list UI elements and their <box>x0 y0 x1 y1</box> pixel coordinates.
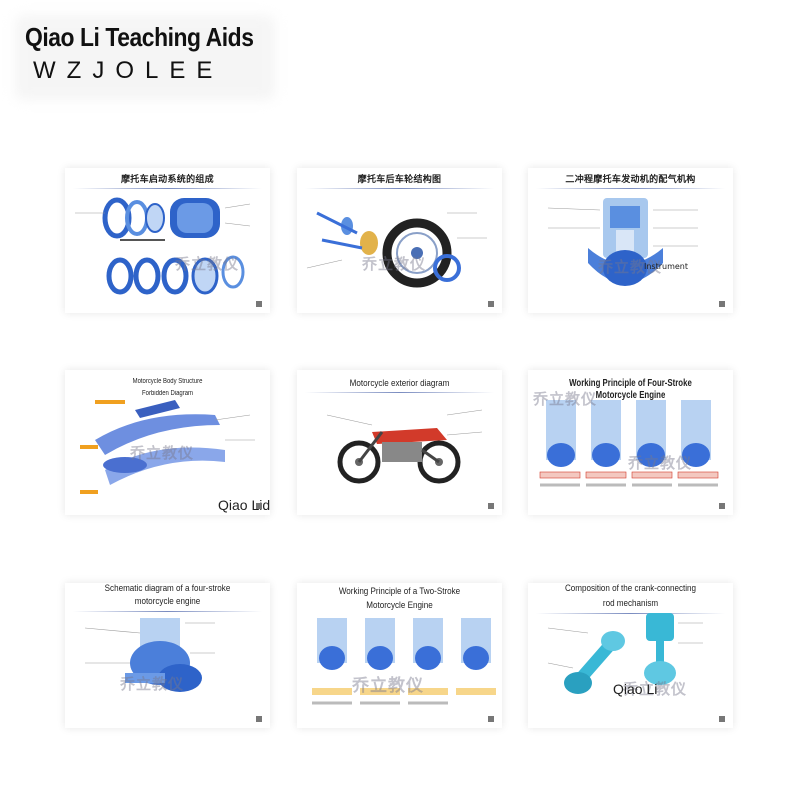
chart-card-four-stroke-principle[interactable]: Working Principle of Four-Stroke Motorcy… <box>528 370 733 515</box>
overlay-label: Instrument <box>644 262 689 271</box>
corner-mark <box>256 301 262 307</box>
watermark: 乔立教仪 <box>628 454 693 472</box>
card-title: 摩托车启动系统的组成 <box>120 175 214 185</box>
motorcycle-exterior-illustration <box>326 409 483 484</box>
two-stroke-valve-illustration <box>547 198 698 286</box>
title-divider <box>536 188 725 189</box>
title-divider <box>73 611 262 612</box>
chart-card-body-structure[interactable]: Motorcycle Body Structure Forbidden Diag… <box>65 370 270 515</box>
corner-mark <box>719 301 725 307</box>
card-title-line1: Composition of the crank-connecting <box>564 583 697 594</box>
chart-card-exterior[interactable]: Motorcycle exterior diagram <box>297 370 502 515</box>
card-title-line2: Forbidden Diagram <box>142 390 193 397</box>
overlay-label: Qiao Li <box>613 681 658 697</box>
chart-card-two-stroke-principle[interactable]: Working Principle of a Two-Stroke Motorc… <box>297 583 502 728</box>
body-structure-illustration <box>80 400 255 494</box>
starter-motor-illustration <box>75 197 251 295</box>
corner-mark <box>488 503 494 509</box>
chart-card-crank-mechanism[interactable]: Composition of the crank-connecting rod … <box>528 583 733 728</box>
four-stroke-cycle-illustration <box>539 400 719 487</box>
brand-backdrop <box>15 15 275 100</box>
card-title-line2: Motorcycle Engine <box>366 600 433 611</box>
chart-card-four-stroke-schematic[interactable]: Schematic diagram of a four-stroke motor… <box>65 583 270 728</box>
card-title: 摩托车后车轮结构图 <box>357 175 442 185</box>
rear-wheel-illustration <box>306 211 487 288</box>
watermark: 乔立教仪 <box>598 258 663 276</box>
chart-card-rear-wheel[interactable]: 摩托车后车轮结构图 乔立教仪 <box>297 168 502 313</box>
chart-card-two-stroke-valve[interactable]: 二冲程摩托车发动机的配气机构 乔立教仪 Instrument <box>528 168 733 313</box>
title-divider <box>536 613 725 614</box>
corner-mark <box>488 716 494 722</box>
card-title-line2: motorcycle engine <box>134 596 201 607</box>
watermark: 乔立教仪 <box>362 255 427 273</box>
brand-name: Qiao Li Teaching Aids <box>25 22 254 52</box>
card-title-line2: rod mechanism <box>602 598 659 609</box>
two-stroke-cycle-illustration <box>312 618 496 705</box>
card-title-line1: Working Principle of a Two-Stroke <box>338 586 461 597</box>
overlay-label: Qiao Lidou <box>218 497 270 513</box>
card-title: Working Principle of Four-Stroke Motorcy… <box>569 378 692 401</box>
card-title-line1: Motorcycle Body Structure <box>132 378 203 385</box>
corner-mark <box>719 716 725 722</box>
card-title-line1: Schematic diagram of a four-stroke <box>104 583 231 594</box>
brand-subtitle: WZJOLEE <box>33 57 224 84</box>
chart-card-starting-system[interactable]: 摩托车启动系统的组成 乔立教仪 <box>65 168 270 313</box>
watermark: 乔立教仪 <box>533 390 598 408</box>
corner-mark <box>488 301 494 307</box>
watermark: 乔立教仪 <box>623 680 688 698</box>
corner-mark <box>256 503 262 509</box>
four-stroke-schematic-illustration <box>84 618 215 692</box>
watermark: 乔立教仪 <box>175 255 240 273</box>
title-divider <box>73 188 262 189</box>
watermark: 乔立教仪 <box>130 444 195 462</box>
title-divider <box>305 188 494 189</box>
watermark: 乔立教仪 <box>120 675 185 693</box>
watermark: 乔立教仪 <box>352 676 424 696</box>
crank-mechanism-illustration <box>547 613 703 694</box>
card-title: Motorcycle exterior diagram <box>349 378 450 389</box>
title-divider <box>305 392 494 393</box>
corner-mark <box>256 716 262 722</box>
card-title: 二冲程摩托车发动机的配气机构 <box>565 175 696 185</box>
brand-block: Qiao Li Teaching Aids WZJOLEE <box>25 22 285 85</box>
corner-mark <box>719 503 725 509</box>
